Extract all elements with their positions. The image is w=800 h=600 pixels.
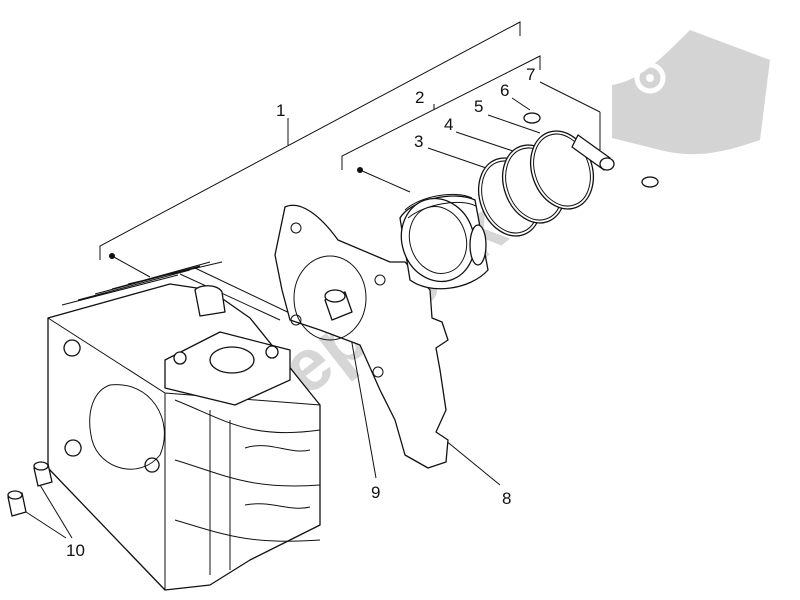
group-bracket-2 xyxy=(341,55,541,193)
callouts: 1 2 3 4 5 6 7 8 9 10 xyxy=(66,65,535,560)
cylinder-gasket xyxy=(274,204,449,469)
callout-4: 4 xyxy=(444,115,453,134)
group-bracket-1 xyxy=(99,21,521,278)
callout-8: 8 xyxy=(502,489,511,508)
callout-10: 10 xyxy=(66,541,85,560)
piston-rings xyxy=(478,130,594,237)
circlips-and-pin xyxy=(523,112,659,188)
gear-icon xyxy=(634,62,666,94)
callout-7: 7 xyxy=(526,65,535,84)
callout-1: 1 xyxy=(276,101,285,120)
watermark-logo-flag xyxy=(612,30,770,155)
callout-6: 6 xyxy=(500,81,509,100)
piston xyxy=(399,193,489,290)
callout-2: 2 xyxy=(415,88,424,107)
leader-lines xyxy=(25,81,601,539)
callout-9: 9 xyxy=(371,483,380,502)
centering-bush xyxy=(324,289,353,321)
callout-5: 5 xyxy=(474,97,483,116)
cylinder-block xyxy=(47,261,321,591)
callout-3: 3 xyxy=(414,132,423,151)
dowel-pins xyxy=(7,461,53,517)
